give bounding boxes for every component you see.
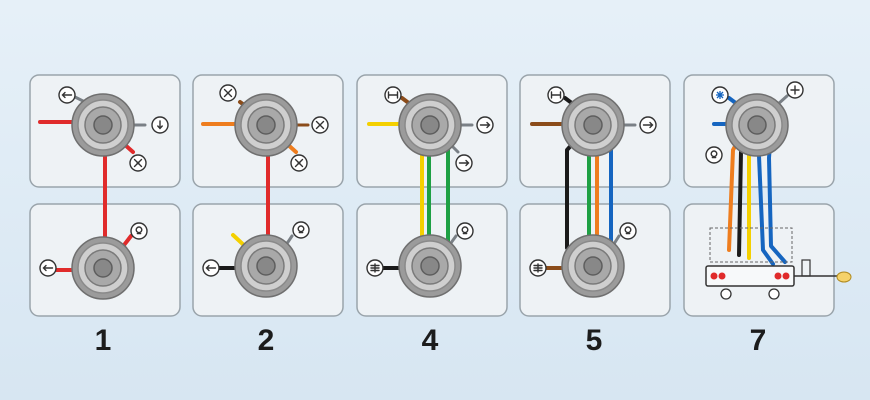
panel-2-x-icon [219, 84, 237, 102]
panel-2-fan-icon [290, 154, 308, 172]
panel-label-1: 1 [95, 324, 112, 357]
panel-4-bulb-icon [456, 222, 474, 240]
panel-5-bulb-icon [619, 222, 637, 240]
panel-1-bulb-icon [130, 222, 148, 240]
panel-7-plus-icon [786, 81, 804, 99]
panel-4-right-arrow-icon [476, 116, 494, 134]
panel-label-7: 7 [750, 324, 767, 357]
panel-1-down-arrow-icon [151, 116, 169, 134]
panel-1-left-arrow-icon [58, 86, 76, 104]
panel-4-fog-icon [366, 259, 384, 277]
panel-4-top-socket [398, 93, 462, 157]
panel-5-bottom-socket [561, 234, 625, 298]
panel-5-right-arrow-icon [639, 116, 657, 134]
trailer-drawing [705, 227, 852, 300]
panel-5-fog-icon [529, 259, 547, 277]
panel-5-bottom-box [683, 203, 835, 317]
panel-1-fan-icon [129, 154, 147, 172]
panel-1-bottom-socket [71, 236, 135, 300]
panel-2-top-socket [234, 93, 298, 157]
panel-label-5: 5 [586, 324, 603, 357]
panel-1-top-socket [71, 93, 135, 157]
panel-4-width-icon [384, 86, 402, 104]
panel-5-width-icon [547, 86, 565, 104]
panel-2-left-arrow-icon [202, 259, 220, 277]
panel-1-bottom-left-arrow-icon [39, 259, 57, 277]
panel-7-snowflake-icon [711, 86, 729, 104]
panel-7-top-socket [725, 93, 789, 157]
panel-4-bottom-socket [398, 234, 462, 298]
panel-5-top-socket [561, 93, 625, 157]
panel-7-bulb-icon [705, 146, 723, 164]
panel-2-bulb-icon [292, 221, 310, 239]
panel-2-bottom-socket [234, 234, 298, 298]
panel-2-x-right-icon [311, 116, 329, 134]
panel-4-right-arrow-icon-2 [455, 154, 473, 172]
panel-label-4: 4 [422, 324, 439, 357]
panel-label-2: 2 [258, 324, 275, 357]
